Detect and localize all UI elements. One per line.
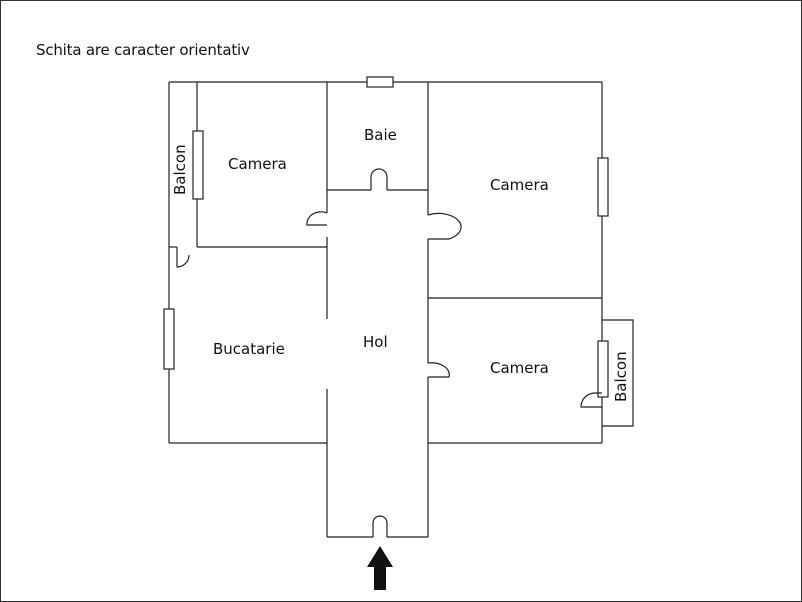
- label-bucatarie: Bucatarie: [213, 340, 285, 358]
- disclaimer-note: Schita are caracter orientativ: [36, 41, 250, 59]
- window-right-bottom-room: [597, 340, 609, 398]
- label-camera-right-bottom: Camera: [490, 359, 549, 377]
- door-right-bottom-room: [427, 362, 450, 378]
- window-left-room: [192, 130, 204, 200]
- door-balcony-left: [176, 247, 190, 268]
- door-bath: [370, 168, 388, 190]
- label-camera-left: Camera: [228, 155, 287, 173]
- doors: [176, 168, 602, 537]
- label-baie: Baie: [364, 126, 397, 144]
- right-balcony-outline: [602, 319, 634, 427]
- door-left-room: [306, 211, 328, 226]
- label-balcon-left: Balcon: [171, 144, 189, 195]
- window-kitchen: [163, 308, 175, 370]
- door-right-top-room: [427, 212, 462, 240]
- door-entrance: [372, 515, 388, 537]
- label-hol: Hol: [363, 333, 388, 351]
- outer-walls: [168, 81, 603, 538]
- entrance-arrow-icon: [367, 546, 393, 590]
- window-right-top-room: [597, 157, 609, 217]
- door-balcony-right: [580, 392, 602, 408]
- label-balcon-right: Balcon: [612, 351, 630, 402]
- windows: [163, 76, 609, 398]
- label-camera-right-top: Camera: [490, 176, 549, 194]
- window-bath: [366, 76, 394, 88]
